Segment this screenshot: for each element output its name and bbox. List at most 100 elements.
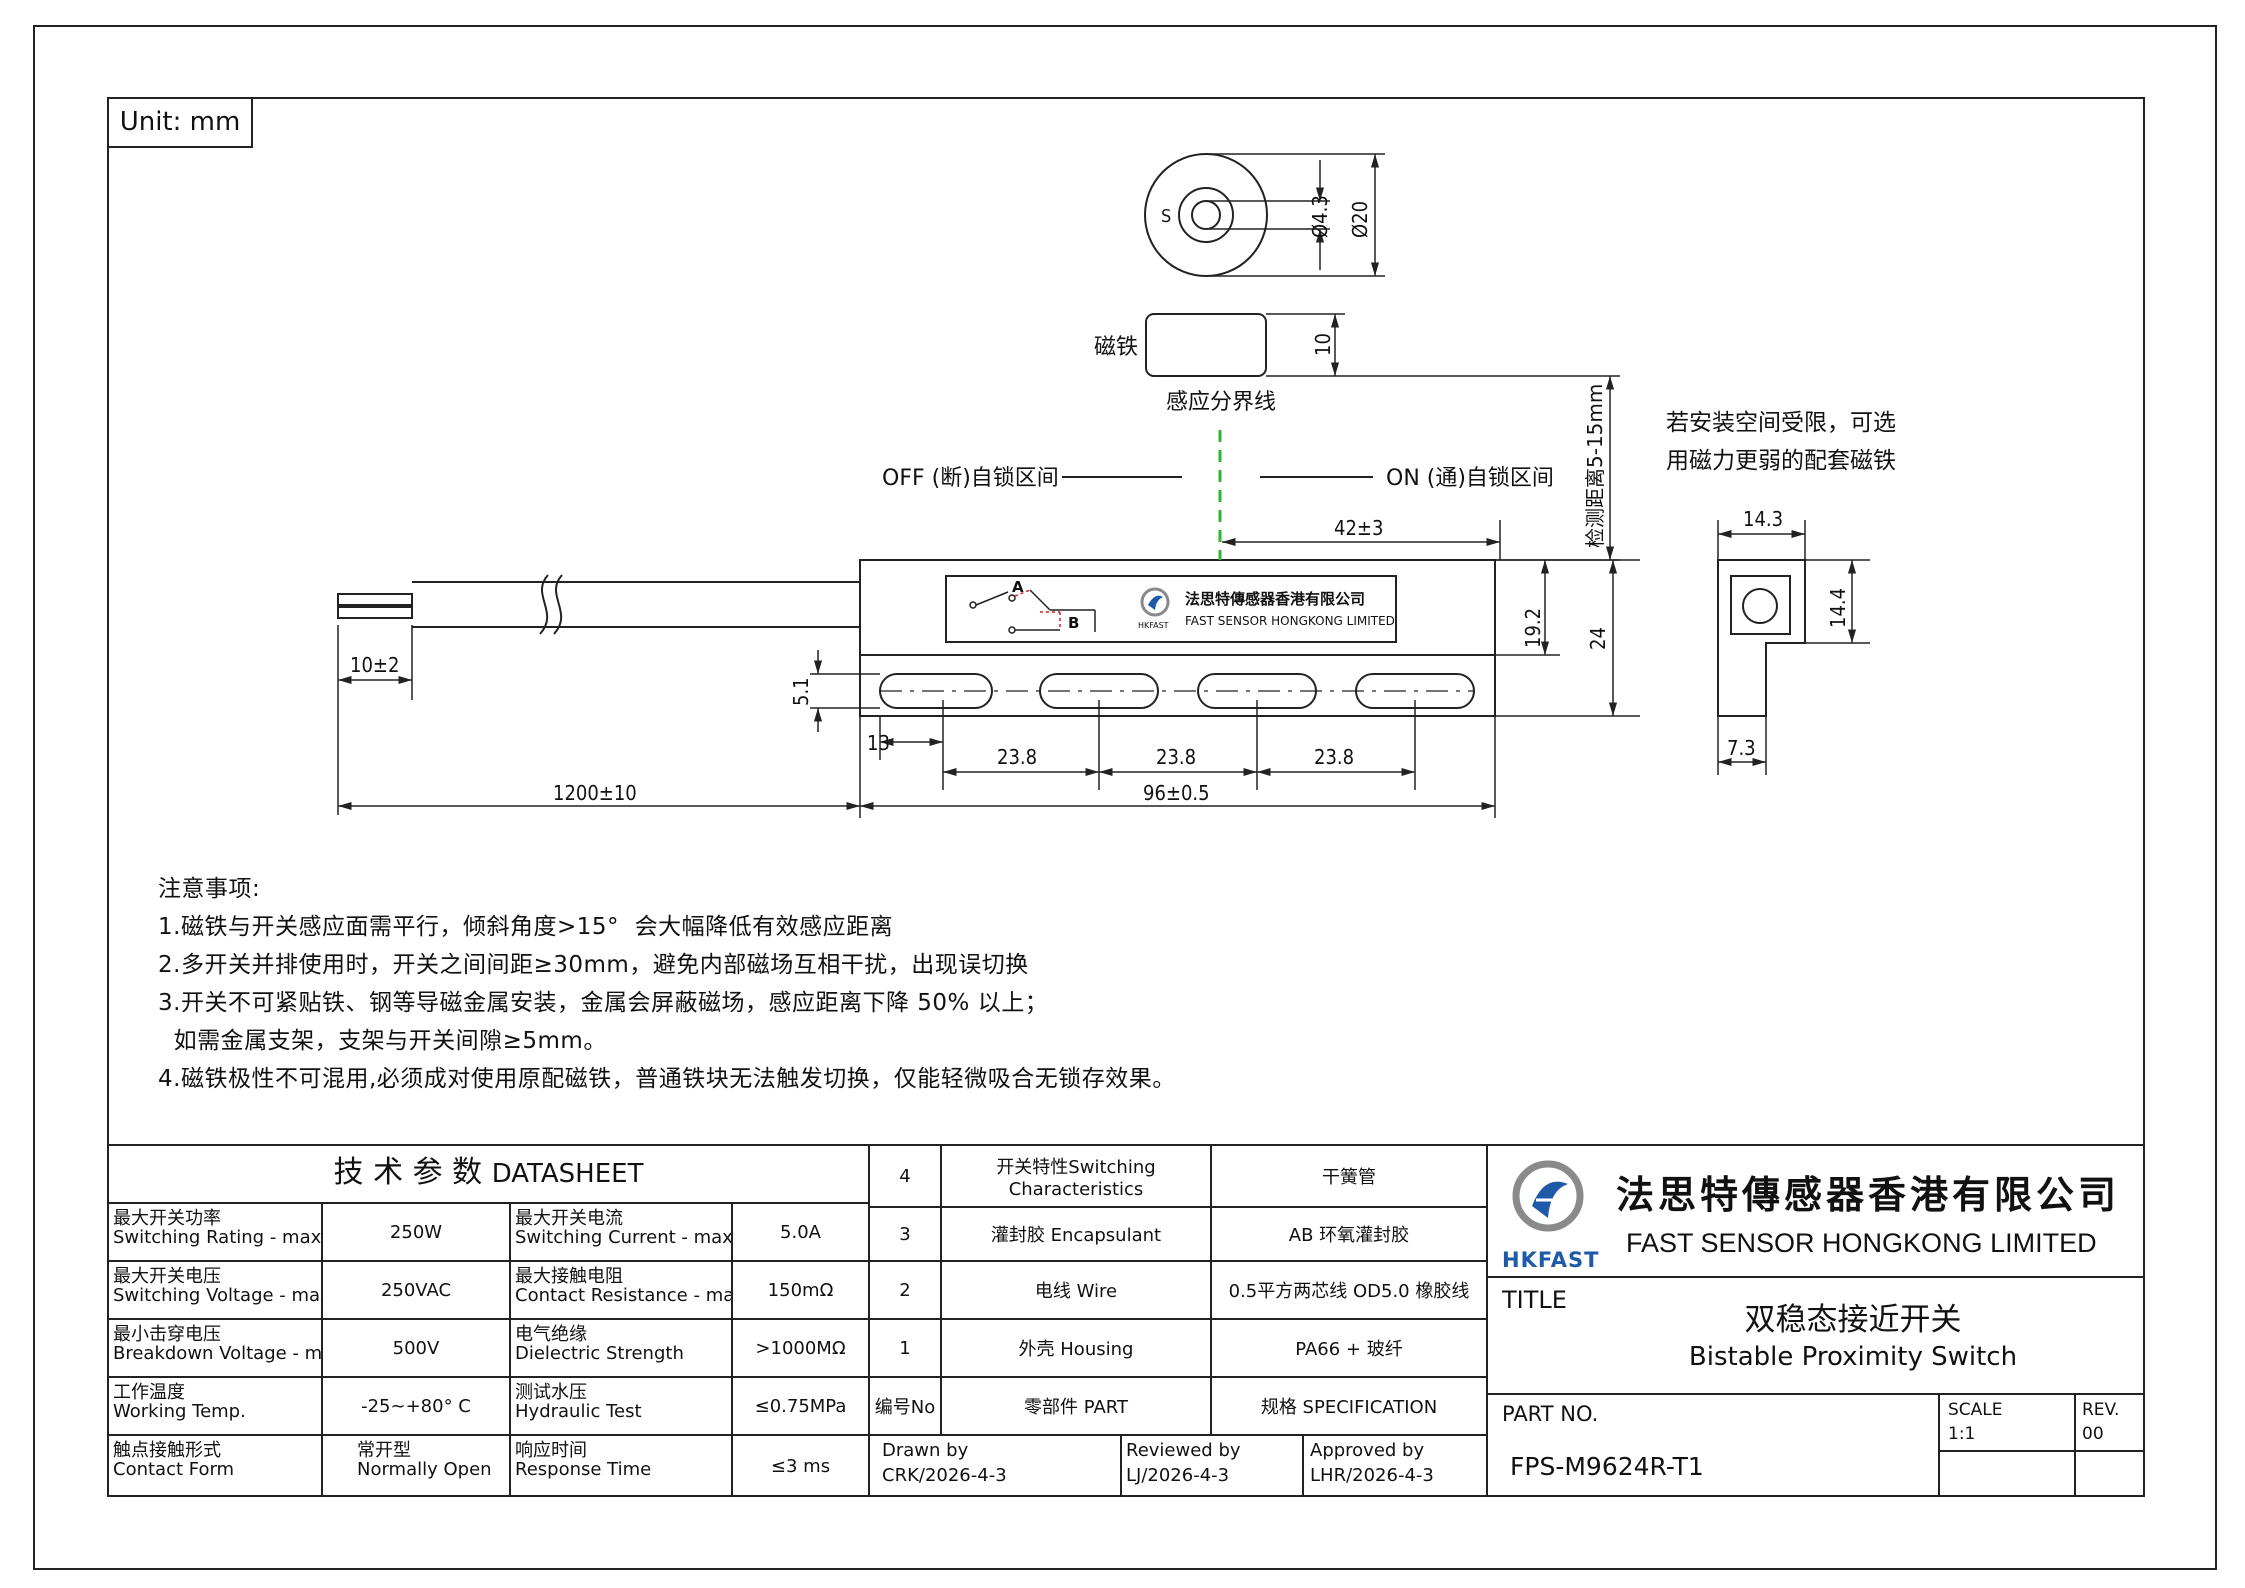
- spec-value-switching-voltage: 250VAC: [380, 1279, 452, 1301]
- plate-logo-icon: [1140, 587, 1170, 617]
- detect-distance-label: 检测距离5-15mm: [1583, 384, 1607, 548]
- magnet-inner-ring: [1178, 187, 1234, 243]
- title-cn: 双稳态接近开关: [1744, 1302, 1962, 1334]
- spec-value-switching-current: 5.0A: [780, 1221, 821, 1243]
- dim-wire-strip: 10±2: [350, 653, 399, 677]
- part-name-3: 灌封胶 Encapsulant: [990, 1225, 1162, 1246]
- magnet-label: 磁铁: [1094, 335, 1138, 360]
- part-name-4: 开关特性Switching Characteristics: [996, 1156, 1156, 1200]
- magnet-pole-label: S: [1161, 206, 1171, 227]
- part-no-2: 2: [899, 1279, 911, 1301]
- spec-value-hydraulic-test: ≤0.75MPa: [754, 1395, 847, 1417]
- company-name-cn: 法思特傳感器香港有限公司: [1616, 1173, 2121, 1214]
- rev-label: REV.: [2082, 1400, 2120, 1420]
- note-2: 2.多开关并排使用时，开关之间间距≥30mm，避免内部磁场互相干扰，出现误切换: [158, 952, 1029, 978]
- part-spec-3: AB 环氧灌封胶: [1288, 1225, 1410, 1246]
- title-label: TITLE: [1502, 1286, 1567, 1314]
- unit-label: Unit: mm: [107, 97, 253, 148]
- plate-brand: HKFAST: [1138, 621, 1169, 630]
- company-name-en: FAST SENSOR HONGKONG LIMITED: [1626, 1228, 2097, 1258]
- part-spec-1: PA66 + 玻纤: [1295, 1339, 1403, 1360]
- note-3b: 如需金属支架，支架与开关间隙≥5mm。: [158, 1028, 607, 1054]
- title-block: HKFAST 法思特傳感器香港有限公司 FAST SENSOR HONGKONG…: [1486, 1144, 2145, 1497]
- dim-cable-length: 1200±10: [553, 781, 637, 805]
- part-header-spec: 规格 SPECIFICATION: [1260, 1397, 1438, 1418]
- part-no-4: 4: [899, 1165, 911, 1187]
- dim-23-8-a: 23.8: [997, 745, 1037, 769]
- sensing-boundary-label: 感应分界线: [1166, 390, 1276, 415]
- dim-23-8-c: 23.8: [1314, 745, 1354, 769]
- datasheet-title: 技 术 参 数 DATASHEET: [109, 1146, 868, 1202]
- dim-23-8-b: 23.8: [1156, 745, 1196, 769]
- notes-title: 注意事项:: [158, 876, 261, 902]
- magnet-hole: [1191, 200, 1221, 230]
- dim-14-4: 14.4: [1826, 588, 1850, 628]
- scale-label: SCALE: [1948, 1400, 2003, 1420]
- note-1: 1.磁铁与开关感应面需平行，倾斜角度>15° 会大幅降低有效感应距离: [158, 914, 894, 940]
- company-logo-icon: [1512, 1160, 1584, 1232]
- part-no-3: 3: [899, 1223, 911, 1245]
- switch-schematic: [969, 589, 1096, 634]
- plate-company-cn: 法思特傳感器香港有限公司: [1185, 590, 1365, 608]
- scale-value: 1:1: [1948, 1424, 1976, 1444]
- parts-table: 4 开关特性Switching Characteristics 干簧管 3 灌封…: [868, 1144, 1488, 1497]
- off-zone-label: OFF (断)自锁区间: [882, 466, 1059, 491]
- part-spec-2: 0.5平方两芯线 OD5.0 橡胶线: [1228, 1281, 1470, 1302]
- notes-section: 注意事项: 1.磁铁与开关感应面需平行，倾斜角度>15° 会大幅降低有效感应距离…: [158, 870, 1176, 1098]
- note-3: 3.开关不可紧贴铁、钢等导磁金属安装，金属会屏蔽磁场，感应距离下降 50% 以上…: [158, 990, 1049, 1016]
- spec-value-contact-resistance: 150mΩ: [767, 1279, 834, 1301]
- dim-14-3: 14.3: [1743, 507, 1783, 531]
- part-header-part: 零部件 PART: [1024, 1397, 1128, 1418]
- magnet-side-view: [1145, 313, 1267, 377]
- part-no-label: PART NO.: [1502, 1402, 1599, 1426]
- rev-value: 00: [2082, 1424, 2104, 1444]
- part-no-1: 1: [899, 1337, 911, 1359]
- on-zone-label: ON (通)自锁区间: [1386, 466, 1554, 491]
- label-plate: [945, 575, 1397, 643]
- part-name-2: 电线 Wire: [1034, 1281, 1118, 1302]
- datasheet-title-en: DATASHEET: [491, 1159, 644, 1189]
- spec-value-dielectric-strength: >1000MΩ: [755, 1337, 846, 1359]
- dim-outer: Ø20: [1348, 201, 1372, 238]
- note-4: 4.磁铁极性不可混用,必须成对使用原配磁铁，普通铁块无法触发切换，仅能轻微吸合无…: [158, 1066, 1176, 1092]
- dim-body-length: 96±0.5: [1143, 781, 1210, 805]
- part-header-no: 编号No: [874, 1397, 936, 1418]
- part-no-value: FPS-M9624R-T1: [1510, 1452, 1704, 1481]
- dim-42: 42±3: [1334, 516, 1383, 540]
- spec-value-breakdown-voltage: 500V: [392, 1337, 440, 1359]
- drawing-sheet-border: [33, 25, 2217, 1570]
- dim-5-1: 5.1: [789, 677, 813, 706]
- plate-company-en: FAST SENSOR HONGKONG LIMITED: [1185, 614, 1395, 628]
- switch-label-b: B: [1068, 614, 1079, 632]
- part-name-1: 外壳 Housing: [1018, 1339, 1134, 1360]
- dim-13: 13: [867, 731, 890, 755]
- dim-19-2: 19.2: [1521, 608, 1545, 648]
- dim-7-3: 7.3: [1727, 736, 1756, 760]
- title-en: Bistable Proximity Switch: [1688, 1342, 2018, 1372]
- side-note-line2: 用磁力更弱的配套磁铁: [1666, 448, 1896, 474]
- switch-body: [859, 559, 1496, 717]
- dim-24: 24: [1586, 627, 1610, 650]
- spec-value-switching-rating: 250W: [389, 1221, 443, 1243]
- dim-magnet-height: 10: [1311, 333, 1335, 356]
- spec-value-response-time: ≤3 ms: [770, 1455, 831, 1477]
- side-note-line1: 若安装空间受限，可选: [1666, 410, 1896, 436]
- spec-value-working-temp: -25~+80° C: [361, 1395, 471, 1417]
- logo-text: HKFAST: [1502, 1248, 1600, 1272]
- datasheet-title-cn: 技 术 参 数: [333, 1155, 483, 1190]
